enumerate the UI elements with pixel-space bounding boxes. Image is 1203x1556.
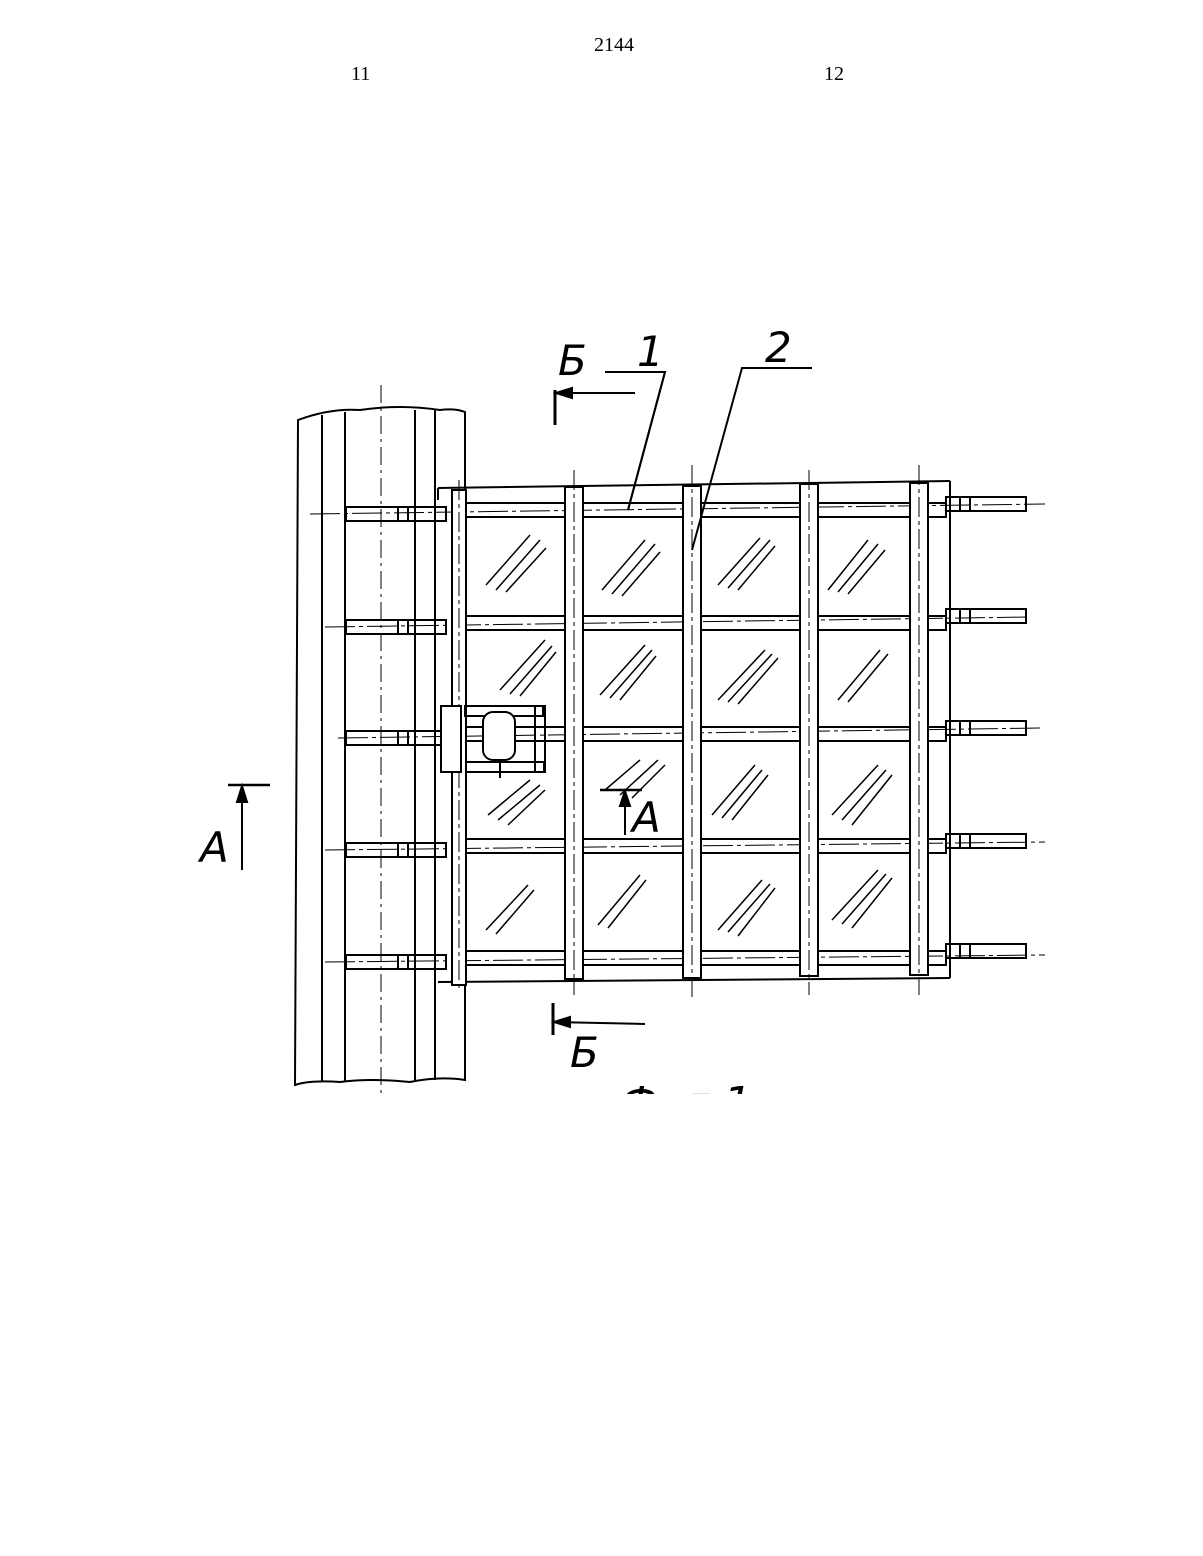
figure-caption-fragment: Фиг.1 bbox=[620, 1078, 752, 1129]
callout-label-1: 1 bbox=[637, 327, 664, 376]
support-column bbox=[295, 385, 465, 1095]
section-marker-b-bottom bbox=[553, 1003, 645, 1035]
callout-leaders bbox=[605, 368, 812, 550]
section-label-b-top: Б bbox=[558, 336, 587, 385]
section-label-a-center: А bbox=[629, 793, 661, 842]
section-label-a-left: А bbox=[197, 823, 229, 872]
callout-label-2: 2 bbox=[765, 323, 792, 372]
horizontal-rails bbox=[310, 497, 1045, 969]
section-label-b-bottom: Б bbox=[570, 1028, 599, 1077]
section-marker-a-left bbox=[228, 785, 270, 870]
vertical-posts bbox=[452, 465, 928, 1000]
section-marker-b-top bbox=[555, 388, 635, 425]
